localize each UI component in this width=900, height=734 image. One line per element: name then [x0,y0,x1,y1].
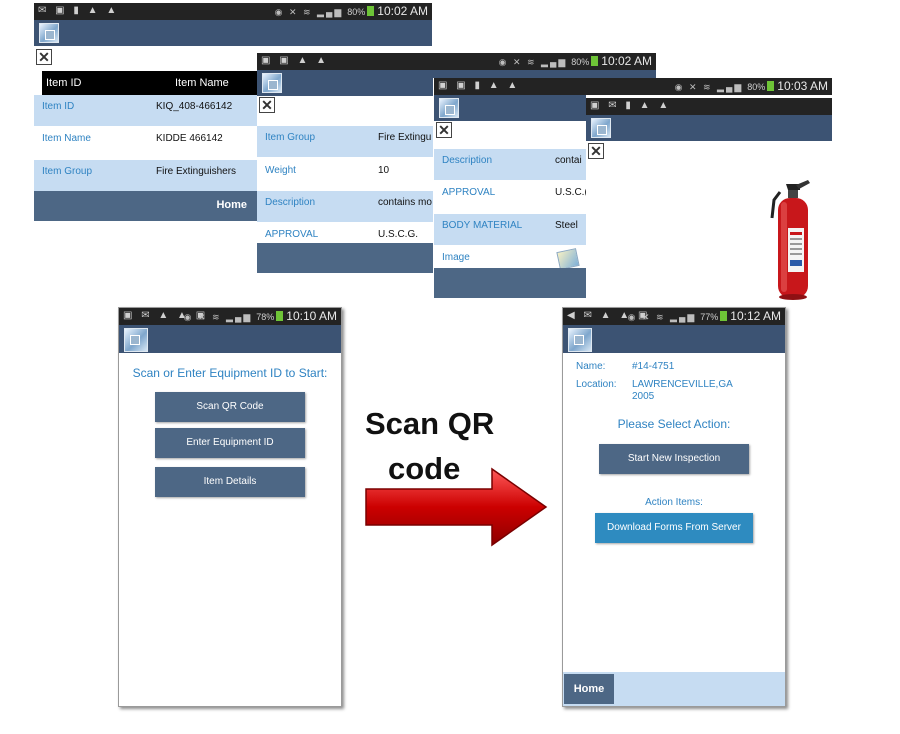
status-bar: ▣ ▣ ▲ ▲ [257,53,433,70]
battery-icon [367,6,375,16]
image-view-screen: ▣ ✉ ▮ ▲ ▲ ✕ [586,98,832,303]
start-new-inspection-button[interactable]: Start New Inspection [599,444,749,474]
callout-line-2: code [388,451,461,486]
app-bar [257,70,433,96]
item-details-button[interactable]: Item Details [155,467,305,497]
bottom-bar [434,268,586,298]
table-row: Image [434,246,586,277]
table-row: Description contai [434,149,586,180]
app-bar [586,115,832,141]
table-row: APPROVAL U.S.C.G. [265,229,419,240]
close-icon[interactable]: ✕ [588,143,604,159]
table-row: Item Group Fire Extingu [257,126,433,157]
clock: 10:12 AM [730,309,781,323]
bottom-bar: Home [563,672,785,706]
notification-icons: ✉ ▣ ▮ ▲ ▲ [38,5,120,16]
location-value-line-2: 2005 [632,391,655,402]
notification-icons: ▣ ▣ ▲ ▲ [261,55,330,66]
close-icon[interactable]: ✕ [259,97,275,113]
app-bar [34,20,432,46]
battery-percent: 80% [347,7,366,17]
home-button[interactable]: Home [216,199,247,211]
battery-percent: 78% [256,312,275,322]
notification-icons: ▣ ✉ ▮ ▲ ▲ [590,100,672,111]
table-row: BODY MATERIAL Steel [434,214,586,245]
app-logo-icon [591,118,611,138]
app-bar [563,325,785,353]
signal-icons: ◉ ✕ ≋ ▂▄▆ [674,82,744,92]
battery-percent: 80% [571,57,590,67]
app-bar [434,95,586,121]
close-icon[interactable]: ✕ [36,49,52,65]
app-logo-icon [439,98,459,118]
download-forms-button[interactable]: Download Forms From Server [595,513,753,543]
signal-icons: ◉ ✕ ≋ ▂▄▆ [274,7,344,17]
app-logo-icon [568,328,592,352]
scan-prompt: Scan or Enter Equipment ID to Start: [132,366,328,380]
clock: 10:10 AM [286,309,337,323]
bottom-bar [257,243,433,273]
clock: 10:02 AM [601,54,652,68]
table-row: Item Name KIDDE 466142 [42,133,223,144]
status-bar-overlay: ◉ ✕ ≋ ▂▄▆80% 10:02 AM [433,53,656,70]
status-bar: ◀ ✉ ▲ ▲ ▣ ◉ ✕ ≋ ▂▄▆77% 10:12 AM [563,308,785,325]
close-icon[interactable]: ✕ [436,122,452,138]
select-action-heading: Please Select Action: [617,417,731,431]
fire-extinguisher-image [770,180,810,300]
scan-qr-code-button[interactable]: Scan QR Code [155,392,305,422]
callout-line-1: Scan QR [365,406,495,441]
battery-icon [591,56,599,66]
app-logo-icon [262,73,282,93]
item-details-screen-2: ▣ ▣ ▲ ▲ ✕ Item Group Fire Extingu Weight… [257,53,433,273]
table-row: APPROVAL U.S.C.( [442,187,586,198]
table-row: Description contains mo [257,191,433,222]
battery-percent: 80% [747,82,766,92]
item-details-screen-3: ▣ ▣ ▮ ▲ ▲ ✕ Description contai APPROVAL … [434,78,586,298]
home-button[interactable]: Home [564,674,614,704]
battery-icon [276,311,284,321]
signal-icons: ◉ ✕ ≋ ▂▄▆ [627,312,697,322]
app-bar [119,325,341,353]
notification-icons: ▣ ✉ ▲ ▲ ▣ [123,310,209,321]
signal-icons: ◉ ✕ ≋ ▂▄▆ [183,312,253,322]
location-label: Location: [576,379,617,390]
table-row: Weight 10 [265,165,390,176]
action-items-label: Action Items: [645,497,703,508]
enter-equipment-id-button[interactable]: Enter Equipment ID [155,428,305,458]
header-item-id: Item ID [46,77,82,89]
right-arrow-icon [365,467,548,547]
app-logo-icon [124,328,148,352]
name-label: Name: [576,361,606,372]
battery-icon [767,81,775,91]
clock: 10:03 AM [777,79,828,93]
image-thumbnail-icon[interactable] [556,248,580,270]
app-bar-overlay [433,70,656,78]
status-bar: ▣ ✉ ▲ ▲ ▣ ◉ ✕ ≋ ▂▄▆78% 10:10 AM [119,308,341,325]
status-bar: ✉ ▣ ▮ ▲ ▲ ◉ ✕ ≋ ▂▄▆80% 10:02 AM [34,3,432,20]
notification-icons: ▣ ▣ ▮ ▲ ▲ [438,80,521,91]
scan-screen: ▣ ✉ ▲ ▲ ▣ ◉ ✕ ≋ ▂▄▆78% 10:10 AM Scan or E… [118,307,342,707]
signal-icons: ◉ ✕ ≋ ▂▄▆ [498,57,568,67]
battery-icon [720,311,728,321]
battery-percent: 77% [700,312,719,322]
clock: 10:02 AM [377,4,428,18]
status-bar-overlay: ◉ ✕ ≋ ▂▄▆80% 10:03 AM [586,78,832,95]
status-bar: ▣ ▣ ▮ ▲ ▲ [434,78,586,95]
action-screen: ◀ ✉ ▲ ▲ ▣ ◉ ✕ ≋ ▂▄▆77% 10:12 AM Name: #14… [562,307,786,707]
header-item-name: Item Name [175,77,229,89]
location-value-line-1: LAWRENCEVILLE,GA [632,379,733,390]
app-logo-icon [39,23,59,43]
notification-icons: ◀ ✉ ▲ ▲ ▣ [567,310,651,321]
name-value: #14-4751 [632,361,675,372]
status-bar: ▣ ✉ ▮ ▲ ▲ [586,98,832,115]
